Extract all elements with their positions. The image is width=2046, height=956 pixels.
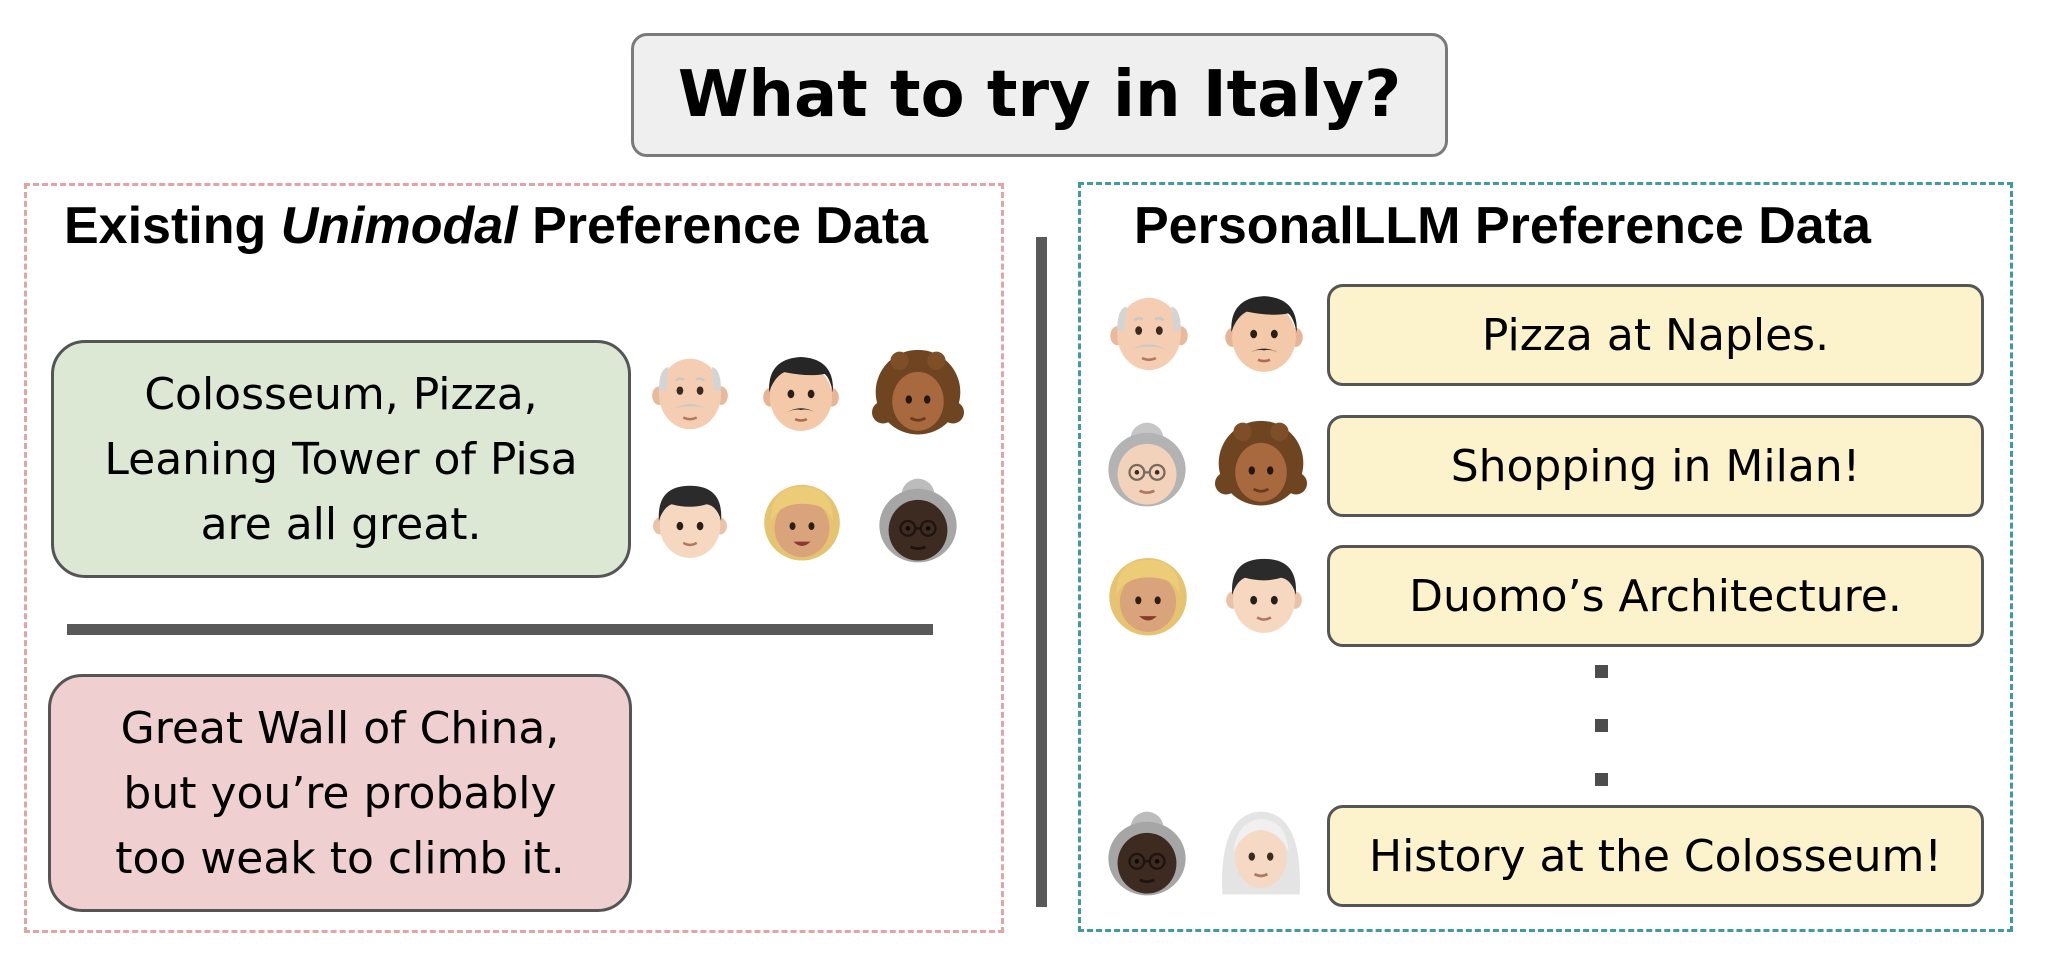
- preferred-response-bubble: Colosseum, Pizza, Leaning Tower of Pisa …: [51, 340, 631, 578]
- man-mustache-emoji: [1221, 286, 1307, 382]
- old-man-emoji: [1106, 286, 1192, 382]
- man-mustache-emoji: [759, 346, 843, 442]
- response-line: but you’re probably: [123, 767, 557, 819]
- vertical-divider: [1036, 237, 1047, 907]
- response-line: too weak to climb it.: [115, 832, 565, 884]
- horizontal-divider: [67, 624, 933, 635]
- option-pill: Pizza at Naples.: [1327, 284, 1984, 386]
- unimodal-heading-suffix: Preference Data: [517, 197, 929, 255]
- white-hair-woman-emoji: [1215, 802, 1307, 902]
- old-man-emoji: [648, 346, 732, 442]
- option-pill: History at the Colosseum!: [1327, 805, 1984, 907]
- question-title: What to try in Italy?: [631, 33, 1448, 157]
- ellipsis-dot: [1595, 665, 1608, 678]
- response-line: Leaning Tower of Pisa: [104, 433, 578, 485]
- response-line: Great Wall of China,: [120, 702, 560, 754]
- old-woman-dark-emoji: [872, 475, 964, 567]
- unimodal-preference-panel: [24, 183, 1004, 933]
- unimodal-heading-prefix: Existing: [64, 197, 281, 255]
- old-woman-emoji: [1101, 418, 1193, 512]
- ellipsis-dot: [1595, 719, 1608, 732]
- option-pill: Duomo’s Architecture.: [1327, 545, 1984, 647]
- boy-emoji: [1221, 548, 1307, 642]
- rejected-response-bubble: Great Wall of China, but you’re probably…: [48, 674, 632, 912]
- unimodal-heading-italic: Unimodal: [280, 197, 518, 255]
- blond-child-emoji: [759, 475, 845, 567]
- response-line: Colosseum, Pizza,: [144, 368, 538, 420]
- ellipsis-dot: [1595, 773, 1608, 786]
- old-woman-dark-emoji: [1101, 806, 1193, 902]
- boy-emoji: [648, 475, 732, 567]
- personalllm-preference-panel: [1078, 182, 2013, 932]
- curly-hair-woman-emoji: [1215, 418, 1307, 512]
- unimodal-heading: Existing Unimodal Preference Data: [64, 196, 928, 256]
- response-line: are all great.: [200, 498, 482, 550]
- curly-hair-woman-emoji: [872, 346, 964, 442]
- personalllm-heading: PersonalLLM Preference Data: [1134, 197, 1871, 255]
- blond-child-emoji: [1104, 548, 1192, 642]
- option-pill: Shopping in Milan!: [1327, 415, 1984, 517]
